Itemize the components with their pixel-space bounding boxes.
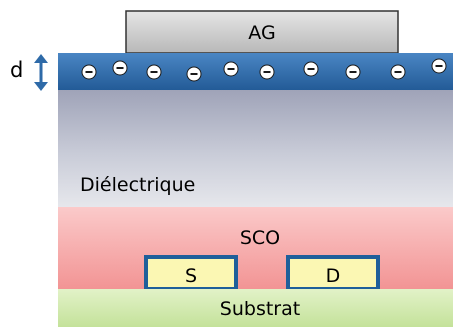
thickness-label: d <box>10 58 23 82</box>
semiconductor-layer <box>58 207 453 289</box>
semiconductor-label: SCO <box>240 227 280 249</box>
source-electrode <box>144 255 238 291</box>
thickness-arrow-icon <box>34 54 48 91</box>
source-label: S <box>185 265 197 287</box>
drain-electrode <box>286 255 380 291</box>
dielectric-label: Diélectrique <box>80 174 195 196</box>
charge-group <box>81 58 447 82</box>
substrate-label: Substrat <box>220 298 300 320</box>
dielectric-layer <box>58 90 453 207</box>
substrate-layer <box>58 289 453 327</box>
gate-label: AG <box>248 22 275 44</box>
drain-label: D <box>326 265 341 287</box>
gate-electrode <box>125 10 399 54</box>
